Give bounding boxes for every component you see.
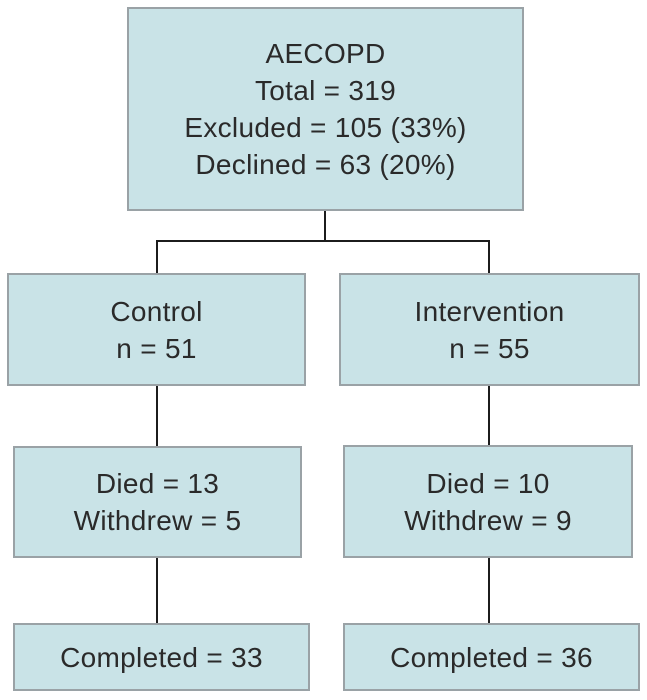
intervention-label: Intervention xyxy=(414,295,565,327)
connector-left-bottom xyxy=(156,557,158,624)
connector-left-mid xyxy=(156,385,158,447)
intervention-withdrew: Withdrew = 9 xyxy=(404,504,572,536)
connector-top-stem xyxy=(324,210,326,241)
intervention-n: n = 55 xyxy=(449,332,530,364)
connector-right-mid xyxy=(488,385,490,446)
aecopd-declined: Declined = 63 (20%) xyxy=(195,149,456,180)
connector-right-drop xyxy=(488,240,490,274)
aecopd-excluded: Excluded = 105 (33%) xyxy=(184,112,467,143)
control-died: Died = 13 xyxy=(95,468,220,499)
intervention-completed: Completed = 36 xyxy=(390,641,593,673)
box-control-attrition: Died = 13 Withdrew = 5 xyxy=(13,446,302,558)
box-intervention-arm: Intervention n = 55 xyxy=(339,273,640,386)
box-control-completed: Completed = 33 xyxy=(13,623,310,691)
intervention-died: Died = 10 xyxy=(426,467,550,499)
aecopd-title: AECOPD xyxy=(265,38,386,69)
box-aecopd-total: AECOPD Total = 319 Excluded = 105 (33%) … xyxy=(127,7,524,211)
control-withdrew: Withdrew = 5 xyxy=(73,505,242,536)
control-label: Control xyxy=(110,295,203,327)
connector-branch-bar xyxy=(156,240,490,242)
connector-left-drop xyxy=(156,240,158,274)
box-control-arm: Control n = 51 xyxy=(7,273,306,386)
control-n: n = 51 xyxy=(116,332,197,364)
aecopd-total: Total = 319 xyxy=(254,75,397,106)
connector-right-bottom xyxy=(488,556,490,624)
box-intervention-completed: Completed = 36 xyxy=(343,623,640,691)
box-intervention-attrition: Died = 10 Withdrew = 9 xyxy=(343,445,633,558)
control-completed: Completed = 33 xyxy=(60,641,263,673)
